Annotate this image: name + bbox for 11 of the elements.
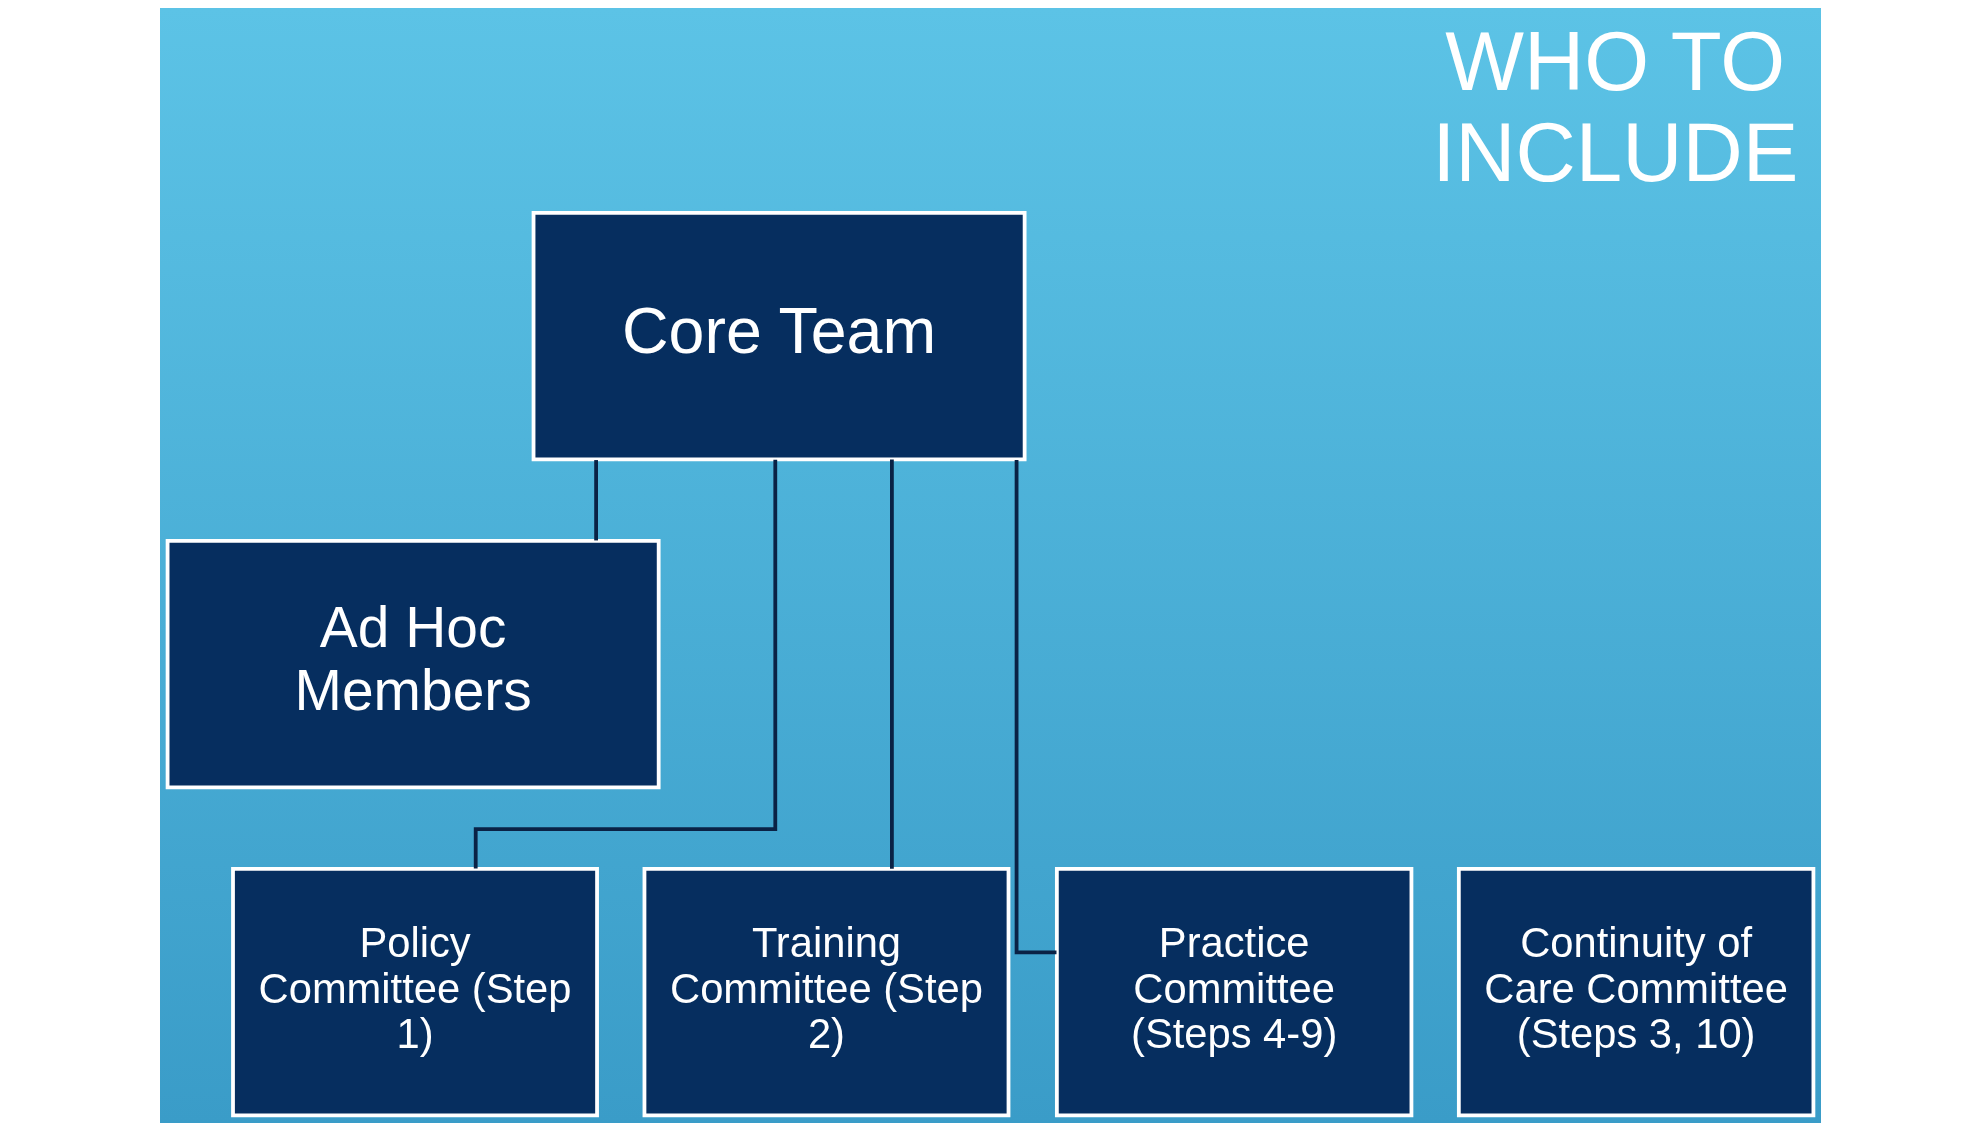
- connector: [889, 459, 894, 869]
- node-box: Training Committee (Step 2): [642, 867, 1010, 1118]
- connector: [473, 459, 777, 869]
- diagram-title: WHO TO INCLUDE: [1431, 13, 1798, 199]
- connector: [1014, 460, 1056, 955]
- connector: [593, 460, 598, 541]
- node-box: Continuity of Care Committee (Steps 3, 10): [1456, 867, 1815, 1118]
- node-box: Ad Hoc Members: [165, 538, 661, 790]
- node-box: Core Team: [531, 210, 1027, 462]
- node-box: Practice Committee (Steps 4-9): [1054, 867, 1413, 1118]
- node-box: Policy Committee (Step 1): [230, 867, 599, 1118]
